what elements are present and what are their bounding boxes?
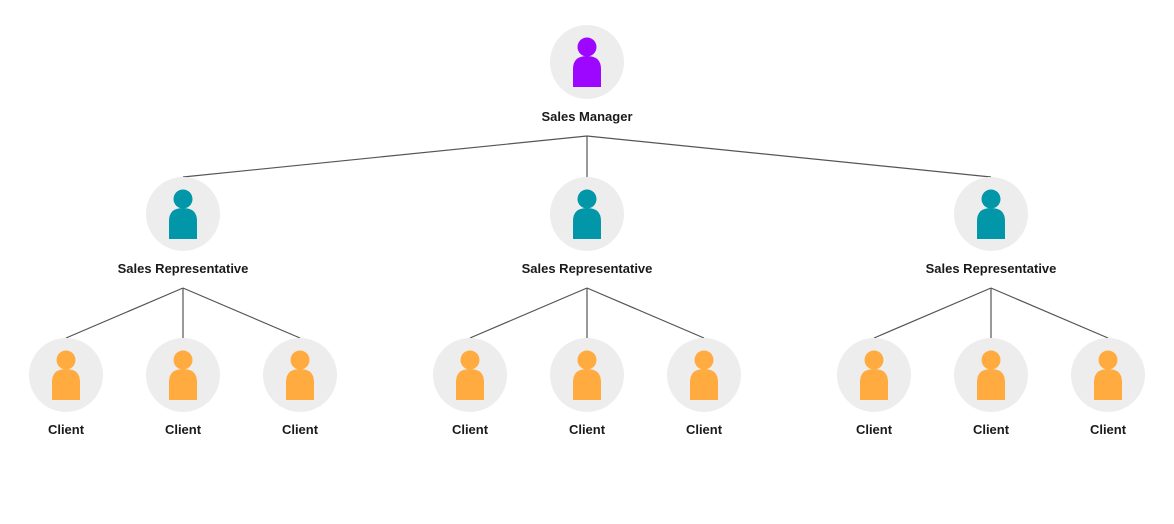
rep-node: Sales Representative — [522, 177, 653, 276]
client-node: Client — [550, 338, 624, 437]
person-icon — [977, 350, 1005, 400]
rep-node-label: Sales Representative — [522, 261, 653, 276]
client-node-label: Client — [856, 422, 893, 437]
rep-node: Sales Representative — [926, 177, 1057, 276]
person-icon — [690, 350, 718, 400]
client-node: Client — [954, 338, 1028, 437]
person-icon — [169, 350, 197, 400]
person-icon — [286, 350, 314, 400]
person-icon — [977, 189, 1005, 239]
person-icon — [860, 350, 888, 400]
connector-lines — [65, 135, 1109, 339]
client-node-label: Client — [452, 422, 489, 437]
rep-node-label: Sales Representative — [118, 261, 249, 276]
manager-node: Sales Manager — [541, 25, 633, 124]
manager-node-label: Sales Manager — [541, 109, 632, 124]
connector-line — [586, 135, 992, 178]
connector-line — [469, 287, 588, 339]
connector-line — [65, 287, 184, 339]
connector-line — [990, 287, 1109, 339]
person-icon — [1094, 350, 1122, 400]
client-node-label: Client — [165, 422, 202, 437]
client-node: Client — [667, 338, 741, 437]
person-icon — [573, 189, 601, 239]
client-node: Client — [29, 338, 103, 437]
person-icon — [573, 350, 601, 400]
client-node-label: Client — [686, 422, 723, 437]
rep-node-label: Sales Representative — [926, 261, 1057, 276]
connector-line — [586, 287, 705, 339]
rep-node: Sales Representative — [118, 177, 249, 276]
client-node: Client — [433, 338, 507, 437]
client-node: Client — [263, 338, 337, 437]
client-node-label: Client — [48, 422, 85, 437]
client-node-label: Client — [1090, 422, 1127, 437]
client-node-label: Client — [282, 422, 319, 437]
person-icon — [169, 189, 197, 239]
person-icon — [573, 37, 601, 87]
client-node-label: Client — [973, 422, 1010, 437]
connector-line — [182, 135, 588, 178]
connector-line — [182, 287, 301, 339]
connector-line — [873, 287, 992, 339]
person-icon — [52, 350, 80, 400]
client-node: Client — [837, 338, 911, 437]
person-icon — [456, 350, 484, 400]
client-node: Client — [1071, 338, 1145, 437]
client-node: Client — [146, 338, 220, 437]
client-node-label: Client — [569, 422, 606, 437]
